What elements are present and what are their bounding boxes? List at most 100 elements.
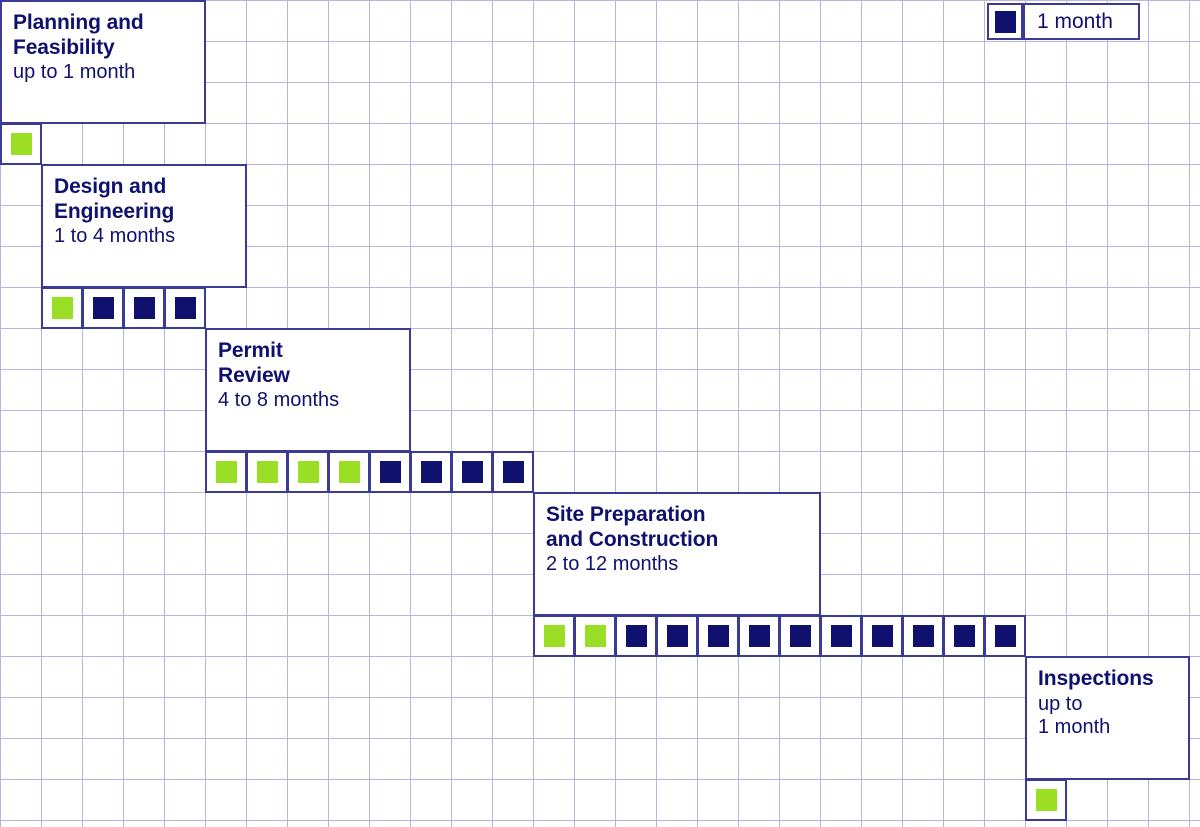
grid-line-horizontal xyxy=(0,820,1200,821)
grid-line-horizontal xyxy=(0,738,1200,739)
green-square-icon xyxy=(215,461,237,483)
green-square-icon xyxy=(543,625,565,647)
grid-line-horizontal xyxy=(0,451,1200,452)
grid-line-vertical xyxy=(574,0,575,827)
month-cell-site-preparation-and-construction-7 xyxy=(779,615,821,657)
grid-line-vertical xyxy=(123,0,124,827)
grid-line-horizontal xyxy=(0,697,1200,698)
grid-line-vertical xyxy=(943,0,944,827)
grid-line-horizontal xyxy=(0,287,1200,288)
navy-square-icon xyxy=(830,625,852,647)
month-cell-permit-review-4 xyxy=(328,451,370,493)
month-cell-permit-review-5 xyxy=(369,451,411,493)
navy-square-icon xyxy=(994,10,1016,33)
month-cell-permit-review-7 xyxy=(451,451,493,493)
grid-line-vertical xyxy=(0,0,1,827)
grid-line-vertical xyxy=(861,0,862,827)
month-cell-site-preparation-and-construction-9 xyxy=(861,615,903,657)
navy-square-icon xyxy=(748,625,770,647)
grid-line-vertical xyxy=(451,0,452,827)
grid-line-vertical xyxy=(1107,0,1108,827)
grid-line-vertical xyxy=(533,0,534,827)
month-cell-site-preparation-and-construction-1 xyxy=(533,615,575,657)
month-cell-site-preparation-and-construction-12 xyxy=(984,615,1026,657)
grid-line-horizontal xyxy=(0,328,1200,329)
grid-line-horizontal xyxy=(0,41,1200,42)
navy-square-icon xyxy=(912,625,934,647)
green-square-icon xyxy=(1035,789,1057,811)
legend-label-cell: 1 month xyxy=(1023,3,1140,40)
phase-duration: up to 1 month xyxy=(1038,692,1111,738)
legend-label-text: 1 month xyxy=(1037,9,1113,33)
grid-line-vertical xyxy=(492,0,493,827)
month-cell-permit-review-3 xyxy=(287,451,329,493)
month-cell-site-preparation-and-construction-2 xyxy=(574,615,616,657)
phase-title: Permit Review xyxy=(218,339,290,387)
grid-line-vertical xyxy=(615,0,616,827)
month-cell-planning-and-feasibility-1 xyxy=(0,123,42,165)
month-cell-permit-review-1 xyxy=(205,451,247,493)
grid-line-vertical xyxy=(984,0,985,827)
month-cell-site-preparation-and-construction-5 xyxy=(697,615,739,657)
green-square-icon xyxy=(256,461,278,483)
phase-duration: 4 to 8 months xyxy=(218,389,340,412)
grid-line-vertical xyxy=(1025,0,1026,827)
month-cell-site-preparation-and-construction-3 xyxy=(615,615,657,657)
grid-line-vertical xyxy=(779,0,780,827)
grid-line-vertical xyxy=(1066,0,1067,827)
grid-line-horizontal xyxy=(0,246,1200,247)
month-cell-inspections-1 xyxy=(1025,779,1067,821)
grid-line-horizontal xyxy=(0,0,1200,1)
grid-line-vertical xyxy=(41,0,42,827)
month-cell-site-preparation-and-construction-4 xyxy=(656,615,698,657)
grid-line-vertical xyxy=(738,0,739,827)
grid-line-vertical xyxy=(656,0,657,827)
month-cell-permit-review-8 xyxy=(492,451,534,493)
navy-square-icon xyxy=(994,625,1016,647)
grid-line-vertical xyxy=(902,0,903,827)
green-square-icon xyxy=(584,625,606,647)
phase-title: Site Preparation and Construction xyxy=(546,503,719,551)
grid-line-vertical xyxy=(1189,0,1190,827)
phase-title: Design and Engineering xyxy=(54,175,175,223)
month-cell-design-and-engineering-3 xyxy=(123,287,165,329)
phase-duration: up to 1 month xyxy=(13,61,136,84)
navy-square-icon xyxy=(625,625,647,647)
grid-line-vertical xyxy=(1148,0,1149,827)
navy-square-icon xyxy=(666,625,688,647)
month-cell-site-preparation-and-construction-6 xyxy=(738,615,780,657)
navy-square-icon xyxy=(789,625,811,647)
green-square-icon xyxy=(297,461,319,483)
month-cell-site-preparation-and-construction-10 xyxy=(902,615,944,657)
grid-line-horizontal xyxy=(0,123,1200,124)
navy-square-icon xyxy=(953,625,975,647)
green-square-icon xyxy=(338,461,360,483)
phase-duration: 1 to 4 months xyxy=(54,225,176,248)
grid-line-vertical xyxy=(164,0,165,827)
grid-line-horizontal xyxy=(0,205,1200,206)
grid-line-horizontal xyxy=(0,82,1200,83)
grid-line-vertical xyxy=(82,0,83,827)
grid-line-horizontal xyxy=(0,369,1200,370)
navy-square-icon xyxy=(871,625,893,647)
month-cell-design-and-engineering-2 xyxy=(82,287,124,329)
phase-title: Inspections xyxy=(1038,667,1154,690)
navy-square-icon xyxy=(461,461,483,483)
navy-square-icon xyxy=(420,461,442,483)
navy-square-icon xyxy=(92,297,114,319)
month-cell-permit-review-2 xyxy=(246,451,288,493)
month-cell-design-and-engineering-4 xyxy=(164,287,206,329)
navy-square-icon xyxy=(174,297,196,319)
navy-square-icon xyxy=(379,461,401,483)
month-cell-design-and-engineering-1 xyxy=(41,287,83,329)
green-square-icon xyxy=(10,133,32,155)
phase-duration: 2 to 12 months xyxy=(546,553,679,576)
month-cell-site-preparation-and-construction-8 xyxy=(820,615,862,657)
navy-square-icon xyxy=(133,297,155,319)
green-square-icon xyxy=(51,297,73,319)
grid-line-horizontal xyxy=(0,779,1200,780)
